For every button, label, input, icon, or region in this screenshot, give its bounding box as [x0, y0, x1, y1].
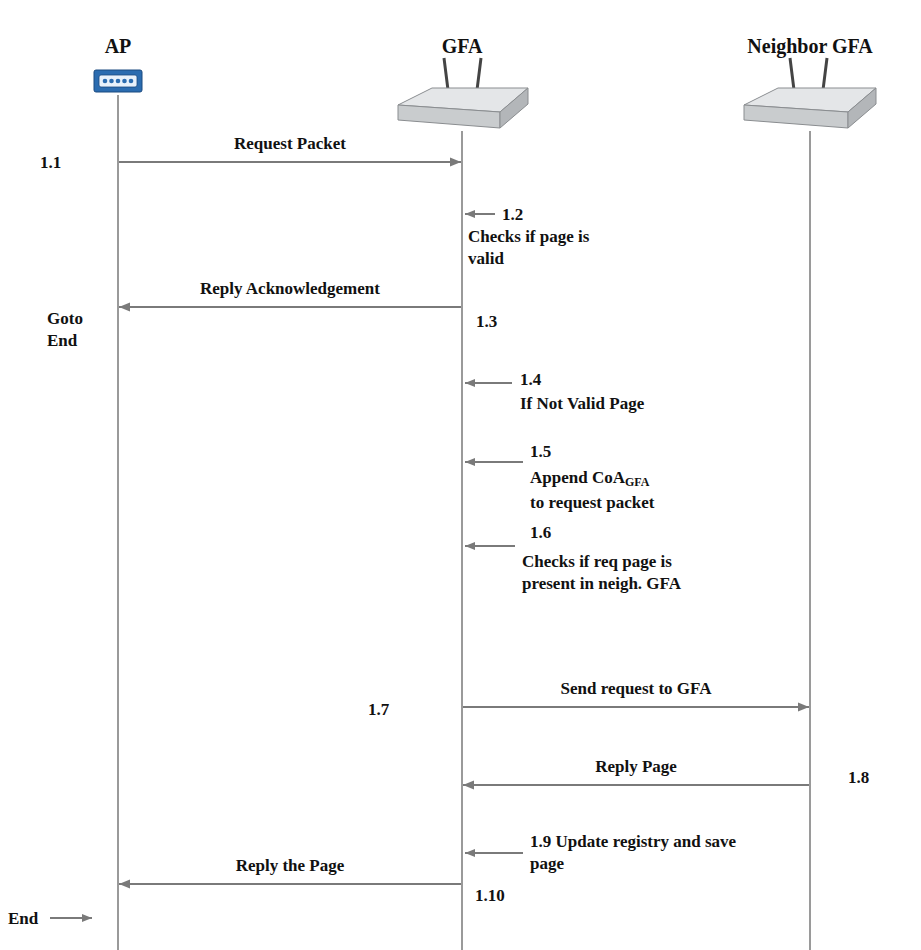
- step-note: GFA: [625, 476, 649, 488]
- step-number: 1.3: [476, 311, 497, 333]
- message-arrow: [119, 306, 461, 308]
- message-label: Request Packet: [232, 134, 348, 154]
- message-label: Reply the Page: [234, 856, 347, 876]
- message-label: Send request to GFA: [559, 679, 714, 699]
- lifeline: Neighbor GFA: [809, 131, 811, 950]
- message-arrow: [119, 161, 461, 163]
- step-arrow: [50, 214, 523, 918]
- step-note: End: [8, 908, 38, 930]
- step-note: Checks if req page is present in neigh. …: [522, 551, 727, 595]
- step-number: 1.2: [502, 204, 523, 226]
- participant-name: GFA: [442, 35, 483, 58]
- lifeline: AP: [117, 95, 119, 950]
- step-note: Goto End: [47, 308, 97, 352]
- step-note: If Not Valid Page: [520, 393, 644, 415]
- step-number: 1.1: [40, 152, 61, 174]
- step-number: 1.9 Update registry and save page: [530, 831, 745, 875]
- router-icon: [744, 58, 876, 128]
- participant-name: AP: [105, 35, 132, 58]
- step-note: to request packet: [530, 492, 654, 514]
- step-number: 1.6: [530, 522, 551, 544]
- step-number: 1.7: [368, 699, 389, 721]
- message-label: Reply Acknowledgement: [198, 279, 382, 299]
- step-note: Append CoA: [530, 467, 625, 489]
- step-number: 1.4: [520, 369, 541, 391]
- step-number: 1.8: [848, 767, 869, 789]
- lifeline: GFA: [461, 131, 463, 950]
- step-number: 1.10: [475, 885, 505, 907]
- router-icon: [398, 58, 528, 128]
- participant-name: Neighbor GFA: [747, 35, 872, 58]
- message-arrow: [463, 784, 809, 786]
- message-label: Reply Page: [593, 757, 679, 777]
- message-arrow: [119, 883, 461, 885]
- step-note: Checks if page is valid: [468, 226, 603, 270]
- message-arrow: [463, 706, 809, 708]
- ap-icon: [94, 70, 142, 92]
- step-number: 1.5: [530, 441, 551, 463]
